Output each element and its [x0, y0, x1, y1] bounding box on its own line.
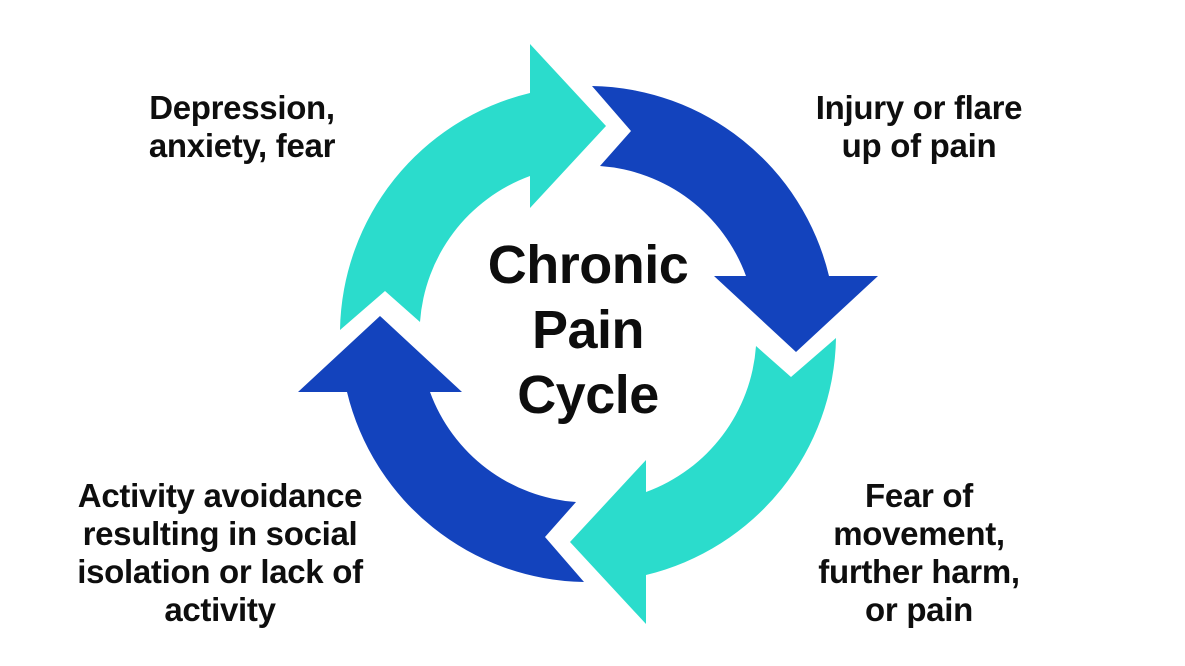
cycle-arrow-right [592, 86, 878, 352]
stage-label-line: activity [164, 591, 276, 628]
diagram-title-line: Pain [531, 300, 645, 360]
stage-label-line: Fear of [865, 477, 973, 514]
stage-label-activity-avoidance: Activity avoidance resulting in social i… [50, 477, 390, 629]
stage-label-line: Depression, [149, 89, 335, 126]
stage-label-line: isolation or lack of [77, 553, 363, 590]
diagram-title-line: Chronic [487, 235, 689, 295]
diagram-title-line: Cycle [517, 365, 659, 425]
stage-label-injury: Injury or flare up of pain [764, 89, 1074, 165]
stage-label-line: further harm, [818, 553, 1020, 590]
stage-label-line: movement, [833, 515, 1005, 552]
stage-label-line: Injury or flare [815, 89, 1023, 126]
stage-label-line: or pain [865, 591, 973, 628]
cycle-arrow-top [340, 44, 606, 330]
diagram-title: Chronic Pain Cycle [428, 233, 748, 428]
stage-label-line: resulting in social [82, 515, 358, 552]
stage-label-depression: Depression, anxiety, fear [77, 89, 407, 165]
cycle-arrow-left [298, 316, 584, 582]
cycle-arrow-bottom [570, 338, 836, 624]
stage-label-line: up of pain [841, 127, 997, 164]
stage-label-line: Activity avoidance [77, 477, 363, 514]
stage-label-line: anxiety, fear [148, 127, 336, 164]
stage-label-fear-of-movement: Fear of movement, further harm, or pain [764, 477, 1074, 629]
